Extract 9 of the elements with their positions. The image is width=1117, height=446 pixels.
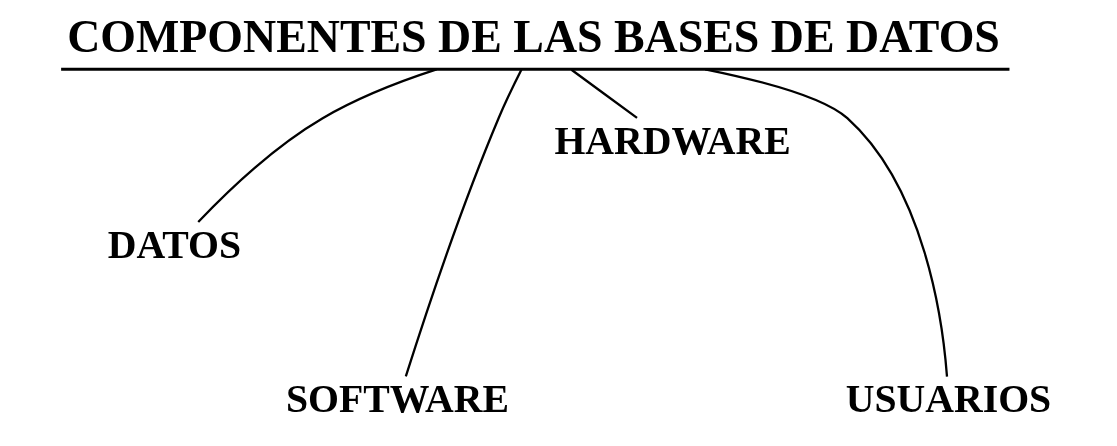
connector [196, 68, 437, 223]
connector [704, 68, 948, 377]
node-text: DATOS [107, 222, 241, 267]
node-text: USUARIOS [845, 377, 1051, 422]
node-text: SOFTWARE [285, 377, 509, 422]
node-text: HARDWARE [553, 118, 791, 163]
node-text: COMPONENTES DE LAS BASES DE DATOS [66, 10, 1000, 62]
connector [570, 68, 638, 119]
connector [404, 68, 523, 377]
